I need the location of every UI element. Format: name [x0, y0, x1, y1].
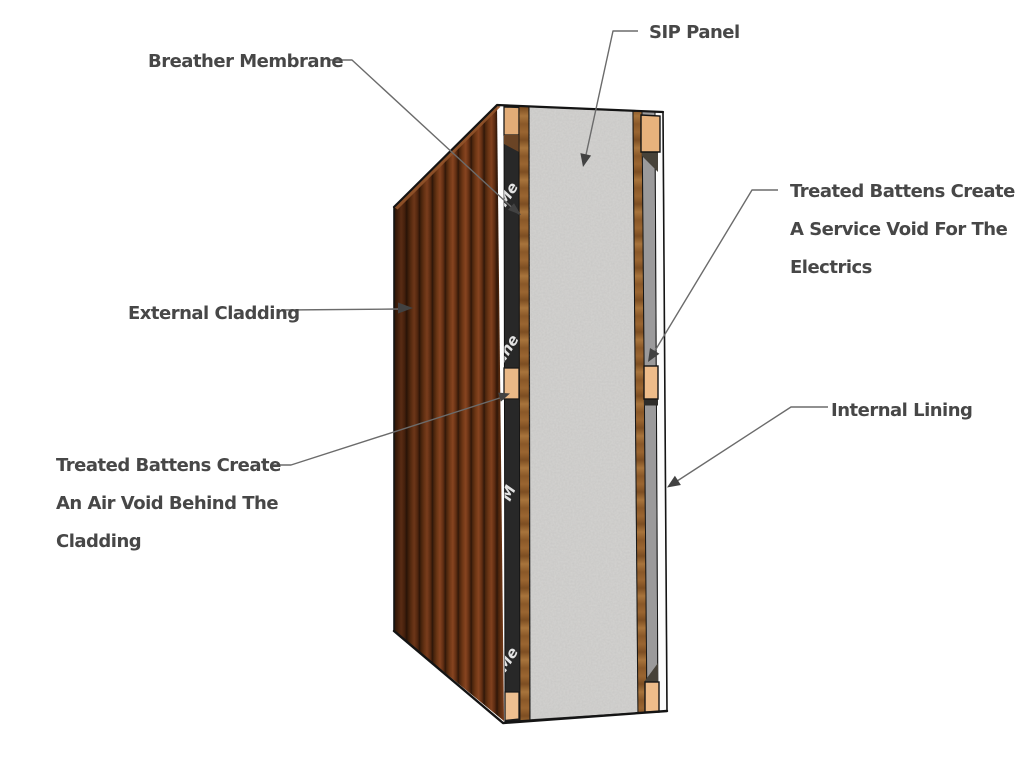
- leader-air-void-battens: [272, 395, 507, 466]
- label-air-void-battens-line2: An Air Void Behind The: [56, 493, 279, 514]
- label-air-void-battens-line1: Treated Battens Create: [56, 455, 281, 476]
- leader-breather-membrane: [330, 59, 520, 215]
- air-void-battens: [503, 106, 520, 722]
- sip-insulation-core: [528, 105, 639, 721]
- service-void-battens: [640, 114, 661, 713]
- label-service-void-battens-line3: Electrics: [790, 257, 872, 278]
- label-air-void-battens: Treated Battens Create An Air Void Behin…: [56, 447, 281, 561]
- service-void-shadow: [644, 399, 658, 406]
- leader-external-cladding: [283, 308, 400, 311]
- label-internal-lining: Internal Lining: [831, 400, 973, 421]
- label-breather-membrane: Breather Membrane: [148, 51, 344, 72]
- arrowhead-sip-panel: [580, 153, 592, 167]
- leader-service-void-battens: [649, 189, 778, 360]
- leader-sip-panel: [583, 30, 638, 165]
- label-air-void-battens-line3: Cladding: [56, 531, 142, 552]
- label-service-void-battens: Treated Battens Create A Service Void Fo…: [790, 173, 1015, 287]
- arrowhead-internal-lining: [667, 475, 681, 488]
- arrowhead-breather-membrane: [507, 203, 521, 215]
- arrowhead-service-void-battens: [648, 348, 660, 362]
- leader-internal-lining: [670, 406, 828, 486]
- section-outline: [392, 103, 669, 725]
- label-external-cladding: External Cladding: [128, 303, 300, 324]
- service-void-shadow: [644, 663, 658, 682]
- arrowhead-external-cladding: [398, 302, 413, 314]
- leader-lines: [272, 30, 828, 486]
- arrowhead-air-void-battens: [498, 392, 510, 402]
- external-cladding-face: [394, 105, 504, 721]
- service-void-shadow: [642, 152, 658, 172]
- sip-osb-outer-edge: [518, 105, 531, 722]
- label-sip-panel: SIP Panel: [649, 22, 740, 43]
- label-service-void-battens-line1: Treated Battens Create: [790, 181, 1015, 202]
- label-service-void-battens-line2: A Service Void For The: [790, 219, 1008, 240]
- cladding-top-edge: [394, 105, 501, 210]
- leader-arrowheads: [398, 153, 681, 488]
